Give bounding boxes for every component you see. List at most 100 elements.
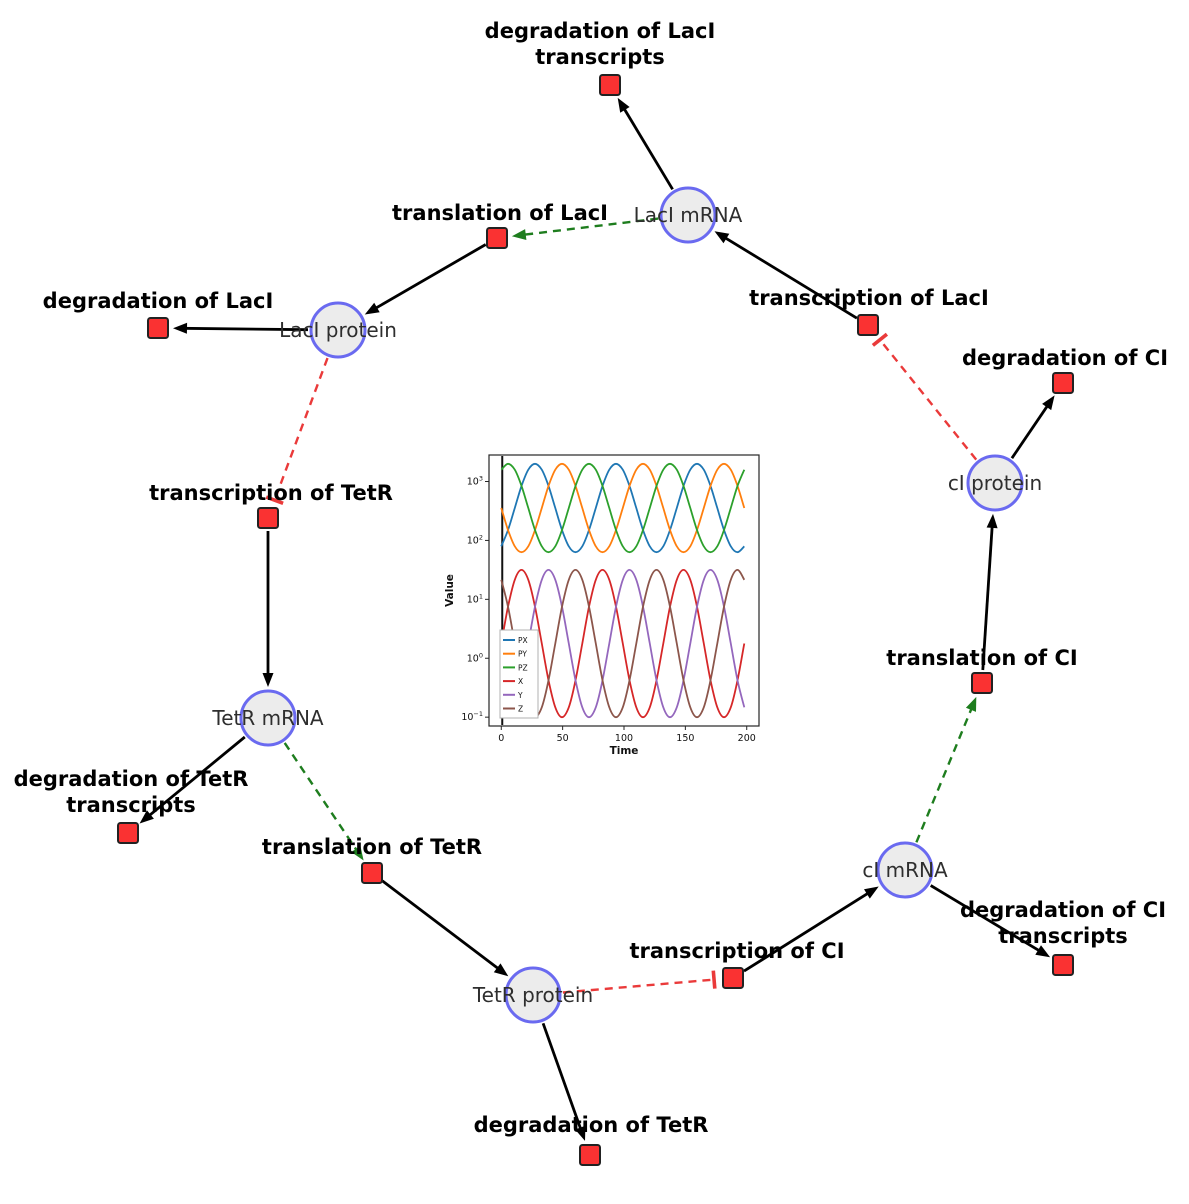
arrowhead-icon xyxy=(364,302,380,315)
edge-line xyxy=(541,1022,584,1133)
reaction-label-transcription_tetr: transcription of TetR xyxy=(149,481,393,505)
arrowhead-icon xyxy=(986,513,998,529)
arrowhead-icon xyxy=(173,322,188,334)
x-tick-label: 150 xyxy=(676,733,694,744)
reaction-label-deg_tetr_tx: degradation of TetR xyxy=(14,767,249,791)
species-node-ci_mrna xyxy=(876,841,934,899)
series-py-line xyxy=(500,462,746,554)
edge-inhibition-ci_protein-to-transcription_laci xyxy=(871,332,978,461)
legend-entry-pz: PZ xyxy=(518,663,528,672)
series-pz-line xyxy=(500,462,746,554)
x-tick-label: 50 xyxy=(557,733,569,744)
y-tick-label: 103 xyxy=(467,475,483,488)
edge-line xyxy=(929,884,1044,954)
edge-production-transcription_tetr-to-tetr_mrna xyxy=(262,531,274,687)
edge-production-translation_ci-to-ci_protein xyxy=(981,513,998,671)
reaction-label-translation_tetr: translation of TetR xyxy=(262,835,482,859)
series-px-line xyxy=(500,462,745,554)
edge-line xyxy=(371,243,487,312)
legend: PX PY PZ XYZ xyxy=(499,629,539,719)
edge-consumption-laci_mrna-to-deg_laci_tx xyxy=(617,97,674,191)
legend-entry-z: Z xyxy=(518,705,523,714)
legend-entry-py: PY xyxy=(518,650,527,659)
inhibition-bar-icon xyxy=(871,332,889,347)
edge-line xyxy=(145,735,246,819)
nodes-layer xyxy=(117,74,1074,1166)
reaction-node-translation_ci xyxy=(971,672,993,694)
arrowhead-icon xyxy=(575,1125,586,1141)
reaction-label-deg_ci: degradation of CI xyxy=(962,346,1168,370)
edge-line xyxy=(381,879,502,972)
edge-line xyxy=(562,978,715,994)
reaction-node-deg_laci xyxy=(147,317,169,339)
edge-line xyxy=(273,357,329,501)
edge-production-transcription_ci-to-ci_mrna xyxy=(743,886,879,973)
reaction-label-deg_ci_tx: degradation of CI xyxy=(960,898,1166,922)
species-label-laci_mrna: LacI mRNA xyxy=(634,203,743,227)
edge-inhibition-tetr_protein-to-transcription_ci xyxy=(562,970,717,994)
edge-consumption-tetr_mrna-to-deg_tetr_tx xyxy=(139,735,246,824)
reaction-node-deg_tetr_tx xyxy=(117,822,139,844)
edge-line xyxy=(981,522,994,671)
reaction-label-translation_ci: translation of CI xyxy=(886,646,1077,670)
reaction-label-deg_laci_tx: degradation of LacI xyxy=(485,19,716,43)
edge-production-translation_tetr-to-tetr_protein xyxy=(381,879,509,977)
edge-line xyxy=(915,704,975,843)
reaction-label-translation_laci: translation of LacI xyxy=(392,201,608,225)
x-tick-label: 200 xyxy=(738,733,756,744)
edge-modifier-ci_mrna-to-translation_ci xyxy=(915,696,977,843)
reaction-node-transcription_ci xyxy=(722,967,744,989)
reaction-node-translation_tetr xyxy=(361,862,383,884)
species-node-tetr_protein xyxy=(504,966,562,1024)
series-x-line xyxy=(500,569,746,719)
reaction-node-deg_tetr xyxy=(579,1144,601,1166)
arrowhead-icon xyxy=(511,229,527,240)
species-label-tetr_protein: TetR protein xyxy=(472,983,593,1007)
species-node-tetr_mrna xyxy=(239,689,297,747)
arrowhead-icon xyxy=(714,231,730,244)
legend-entry-y: Y xyxy=(517,691,523,700)
arrowhead-icon xyxy=(1035,945,1051,958)
reaction-node-transcription_tetr xyxy=(257,507,279,529)
legend-entry-x: X xyxy=(518,677,523,686)
edge-consumption-ci_mrna-to-deg_ci_tx xyxy=(929,884,1051,958)
edge-line xyxy=(721,234,858,320)
reaction-label-deg_laci: degradation of LacI xyxy=(43,289,274,313)
edge-modifier-tetr_mrna-to-translation_tetr xyxy=(283,742,364,861)
reaction-node-deg_ci xyxy=(1052,372,1074,394)
reaction-node-translation_laci xyxy=(486,227,508,249)
reaction-label2-deg_laci_tx: transcripts xyxy=(535,45,665,69)
edge-line xyxy=(878,339,978,461)
species-node-laci_protein xyxy=(309,301,367,359)
species-label-tetr_mrna: TetR mRNA xyxy=(211,706,324,730)
edge-production-transcription_laci-to-laci_mrna xyxy=(714,231,858,320)
legend-entry-px: PX xyxy=(518,636,528,645)
reaction-node-deg_laci_tx xyxy=(599,74,621,96)
y-tick-label: 100 xyxy=(467,651,483,664)
edge-line xyxy=(621,104,674,191)
reaction-label-deg_tetr: degradation of TetR xyxy=(474,1113,709,1137)
species-label-ci_mrna: cI mRNA xyxy=(862,858,948,882)
x-axis-label: Time xyxy=(610,745,639,757)
y-tick-label: 102 xyxy=(467,533,483,546)
reaction-label2-deg_tetr_tx: transcripts xyxy=(66,793,196,817)
legend-box xyxy=(499,629,539,719)
series-y-line xyxy=(500,569,746,719)
edge-line xyxy=(1010,402,1051,459)
inhibition-bar-icon xyxy=(711,970,717,989)
edge-modifier-laci_mrna-to-translation_laci xyxy=(511,217,659,240)
reaction-label2-deg_ci_tx: transcripts xyxy=(998,924,1128,948)
series-z-line xyxy=(500,569,746,719)
x-tick-label: 100 xyxy=(615,733,633,744)
arrowhead-icon xyxy=(351,845,364,861)
arrowhead-icon xyxy=(617,97,630,113)
species-label-laci_protein: LacI protein xyxy=(279,318,397,342)
reaction-label-transcription_laci: transcription of LacI xyxy=(749,286,989,310)
edge-inhibition-laci_protein-to-transcription_tetr xyxy=(265,357,329,505)
inhibition-bar-icon xyxy=(265,495,284,505)
edge-line xyxy=(520,217,659,237)
